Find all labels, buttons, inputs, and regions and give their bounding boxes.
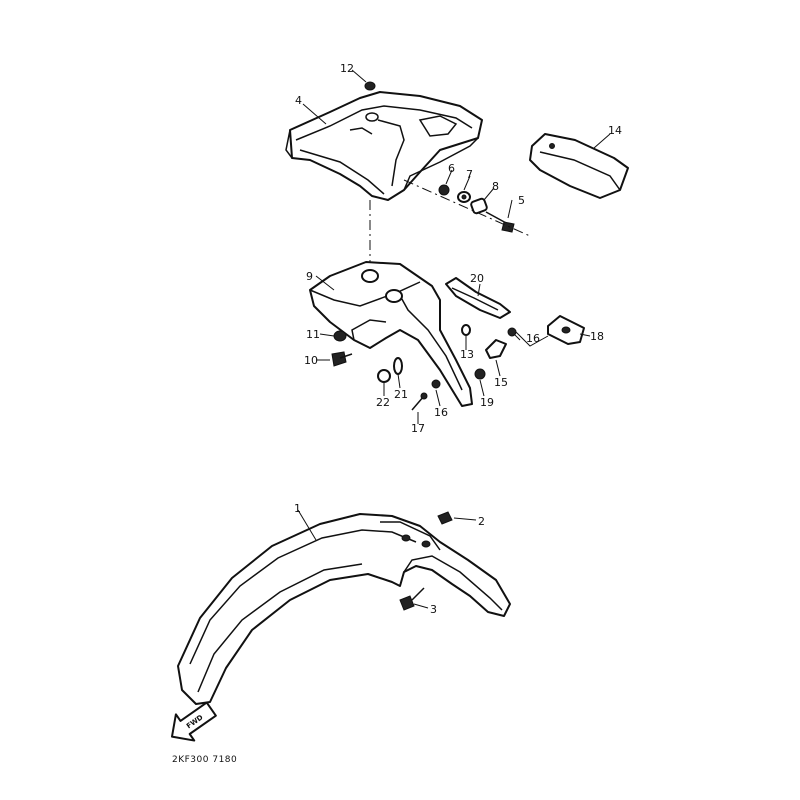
- part-10-bolt: [331, 351, 353, 367]
- alignment-line-bolt: [403, 179, 531, 237]
- part-19-nut: [474, 368, 486, 380]
- part-2-nut: [437, 511, 453, 525]
- label-4: 4: [295, 94, 302, 107]
- drawing-code: 2KF300 7180: [172, 755, 237, 765]
- part-13-collar: [461, 324, 471, 336]
- label-8: 8: [492, 180, 499, 193]
- part-16-nut-lower: [431, 379, 441, 389]
- label-10: 10: [304, 354, 318, 367]
- part-7-washer: [457, 191, 471, 203]
- label-15: 15: [494, 376, 508, 389]
- label-12: 12: [340, 62, 354, 75]
- part-17-screw: [411, 392, 428, 411]
- label-17: 17: [411, 422, 425, 435]
- label-5: 5: [518, 194, 525, 207]
- part-1-rear-fender: [177, 513, 511, 705]
- part-11-nut: [333, 330, 347, 342]
- part-9-bracket: [309, 261, 473, 407]
- label-13: 13: [460, 348, 474, 361]
- label-6: 6: [448, 162, 455, 175]
- part-15-bracket: [485, 339, 507, 359]
- label-7: 7: [466, 168, 473, 181]
- forward-direction-arrow: FWD: [170, 701, 217, 742]
- part-8-collar: [470, 197, 488, 215]
- label-21: 21: [394, 388, 408, 401]
- label-20: 20: [470, 272, 484, 285]
- part-14-cover: [529, 133, 629, 199]
- part-20-plate-holder: [445, 277, 511, 319]
- label-16-upper: 16: [526, 332, 540, 345]
- label-18: 18: [590, 330, 604, 343]
- label-9: 9: [306, 270, 313, 283]
- part-5-bolt: [485, 211, 515, 233]
- label-14: 14: [608, 124, 622, 137]
- part-3-bolt: [399, 587, 425, 611]
- part-12-nut: [364, 81, 376, 91]
- part-labels: 12 4 14 6 7 8 5 9 20 18 11 10 13 16 15 1…: [294, 62, 622, 616]
- part-22-grommet: [377, 369, 391, 383]
- label-11: 11: [306, 328, 320, 341]
- label-19: 19: [480, 396, 494, 409]
- label-1: 1: [294, 502, 301, 515]
- leader-lines: [297, 69, 611, 609]
- label-3: 3: [430, 603, 437, 616]
- part-4-rear-cover: [285, 91, 483, 201]
- label-16-lower: 16: [434, 406, 448, 419]
- part-18-reflector: [547, 315, 585, 345]
- label-22: 22: [376, 396, 390, 409]
- part-6-washer: [438, 184, 450, 196]
- label-2: 2: [478, 515, 485, 528]
- connection-line: [515, 331, 549, 347]
- part-21-washer: [393, 357, 403, 375]
